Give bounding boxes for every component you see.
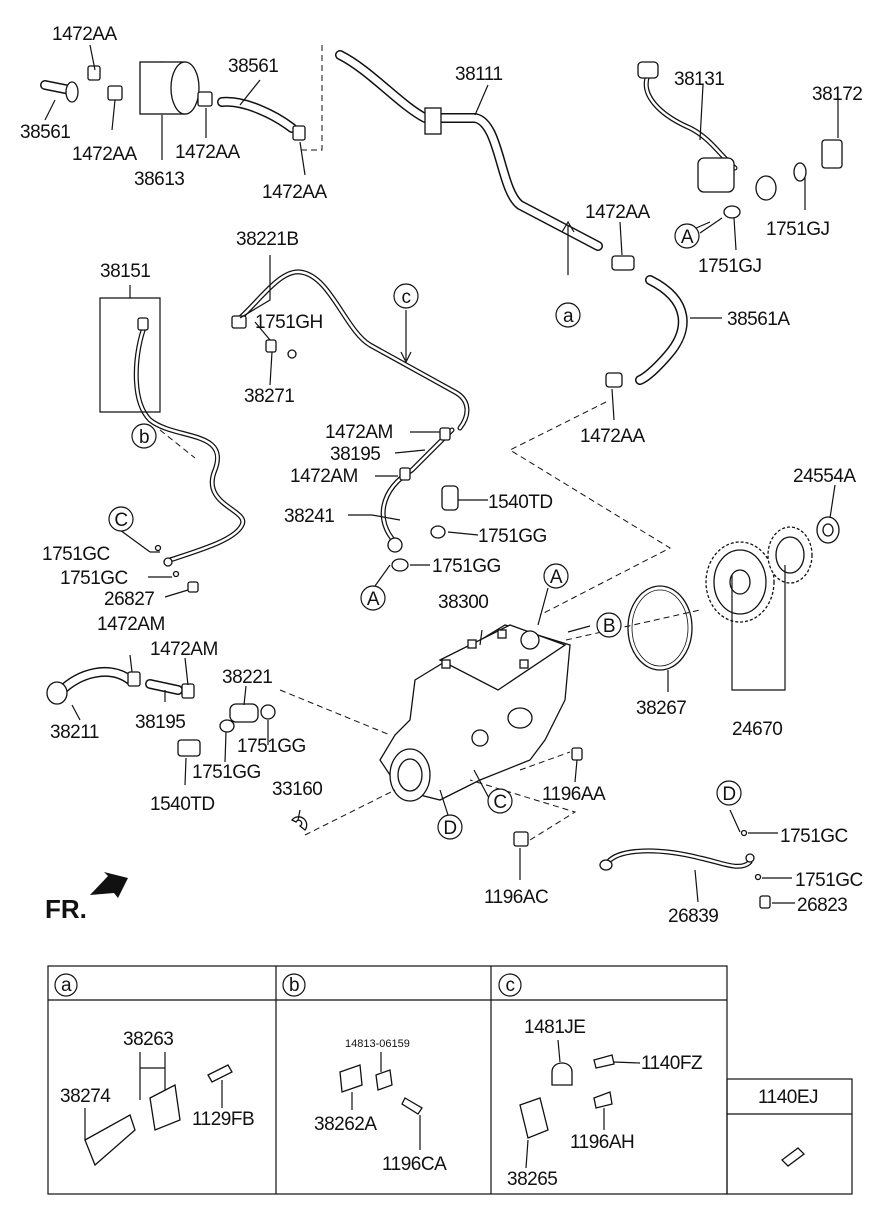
label-38195-b: 38195	[135, 712, 185, 733]
table-header-b: b	[289, 975, 299, 996]
table-header-c: c	[506, 975, 515, 996]
callout-a-diagram: a	[563, 306, 574, 327]
label-26823: 26823	[797, 895, 847, 916]
front-marker: FR.	[45, 872, 128, 924]
label-1472AM-d: 1472AM	[150, 639, 218, 660]
cell-b-38262A: 38262A	[314, 1114, 377, 1135]
label-1751GC-d: 1751GC	[795, 870, 863, 891]
label-1540TD-b: 1540TD	[150, 794, 215, 815]
label-1751GH: 1751GH	[255, 312, 323, 333]
front-label: FR.	[45, 894, 87, 924]
breather-filter-assembly	[40, 61, 306, 141]
cell-c-1196AH: 1196AH	[570, 1132, 634, 1153]
callout-C-1: C	[114, 510, 127, 531]
label-38561-left: 38561	[20, 122, 70, 143]
cell-b-1196CA: 1196CA	[382, 1154, 447, 1175]
label-38131: 38131	[674, 69, 724, 90]
leader-lines	[44, 44, 839, 904]
hose-38561A	[605, 255, 688, 388]
callout-B-1: B	[603, 616, 615, 637]
label-1472AA-d: 1472AA	[580, 426, 645, 447]
cell-b-14813-06159: 14813-06159	[345, 1038, 410, 1050]
label-38221B: 38221B	[236, 229, 299, 250]
callout-A-3: A	[550, 567, 563, 588]
label-38172: 38172	[812, 84, 862, 105]
pipe-38131-assembly	[637, 61, 843, 219]
label-1751GC-b: 1751GC	[60, 568, 128, 589]
cell-c-1140FZ: 1140FZ	[641, 1053, 703, 1074]
label-38111: 38111	[455, 64, 503, 85]
callout-c-diagram: c	[402, 287, 411, 308]
cell-a-1129FB: 1129FB	[192, 1109, 254, 1130]
label-1751GG-b: 1751GG	[432, 556, 501, 577]
label-1751GJ-a: 1751GJ	[766, 219, 830, 240]
label-1472AA-b1: 1472AA	[72, 144, 137, 165]
pipe-26839	[599, 829, 771, 909]
label-38561A: 38561A	[727, 309, 790, 330]
label-38151: 38151	[100, 261, 150, 282]
label-1472AM-c: 1472AM	[97, 614, 165, 635]
bolt-1140EJ-icon	[781, 1147, 805, 1167]
hose-38111	[335, 50, 603, 251]
label-26839: 26839	[668, 906, 718, 927]
label-1196AA: 1196AA	[542, 784, 606, 805]
pump-housing-38300	[379, 624, 583, 847]
detail-table: a b c 1140EJ 38263 38274 1129FB 14813-06…	[47, 965, 853, 1195]
label-38211: 38211	[50, 722, 99, 743]
callout-A-2: A	[367, 589, 380, 610]
label-1472AM-a: 1472AM	[325, 422, 393, 443]
label-1751GG-c: 1751GG	[237, 736, 306, 757]
label-38241: 38241	[284, 506, 334, 527]
table-header-1140EJ: 1140EJ	[758, 1087, 818, 1108]
label-1196AC: 1196AC	[484, 887, 548, 908]
label-33160: 33160	[272, 779, 322, 800]
pipe-38241	[380, 427, 459, 572]
label-1472AA-top: 1472AA	[52, 24, 117, 45]
callout-A-1: A	[681, 227, 694, 248]
label-38300: 38300	[438, 592, 488, 613]
label-1472AM-b: 1472AM	[290, 466, 358, 487]
callout-b-diagram: b	[139, 427, 149, 448]
pipe-38151	[133, 317, 246, 593]
cell-c-38265: 38265	[507, 1169, 557, 1190]
callout-D-1: D	[443, 818, 456, 839]
label-38561-mid: 38561	[228, 56, 278, 77]
label-24554A: 24554A	[793, 466, 856, 487]
label-38271: 38271	[244, 386, 294, 407]
label-26827: 26827	[104, 589, 154, 610]
label-1751GG-a: 1751GG	[478, 526, 547, 547]
callout-D-2: D	[722, 784, 735, 805]
pipe-38211-assembly	[46, 666, 308, 831]
label-38195-a: 38195	[330, 444, 380, 465]
label-24670: 24670	[732, 719, 782, 740]
cell-a-38274: 38274	[60, 1086, 111, 1107]
label-38613: 38613	[134, 169, 184, 190]
label-1751GC-a: 1751GC	[42, 544, 110, 565]
part-labels: 1472AA 38561 1472AA 38613 1472AA 38561 1…	[20, 24, 863, 927]
callout-C-2: C	[493, 792, 506, 813]
label-1751GG-d: 1751GG	[192, 762, 261, 783]
label-1751GC-c: 1751GC	[780, 826, 848, 847]
label-1472AA-b3: 1472AA	[262, 182, 327, 203]
table-header-a: a	[61, 975, 72, 996]
label-1472AA-c: 1472AA	[585, 202, 650, 223]
gear-set	[627, 516, 840, 671]
label-1540TD-a: 1540TD	[488, 492, 553, 513]
callout-circles: a b c A A A B C C D D	[108, 223, 742, 840]
label-38221: 38221	[222, 667, 272, 688]
label-1472AA-b2: 1472AA	[175, 142, 240, 163]
label-38267: 38267	[636, 698, 686, 719]
cell-a-38263: 38263	[123, 1029, 173, 1050]
front-arrow-icon	[90, 872, 128, 898]
label-1751GJ-b: 1751GJ	[698, 256, 762, 277]
cell-c-1481JE: 1481JE	[524, 1017, 585, 1038]
